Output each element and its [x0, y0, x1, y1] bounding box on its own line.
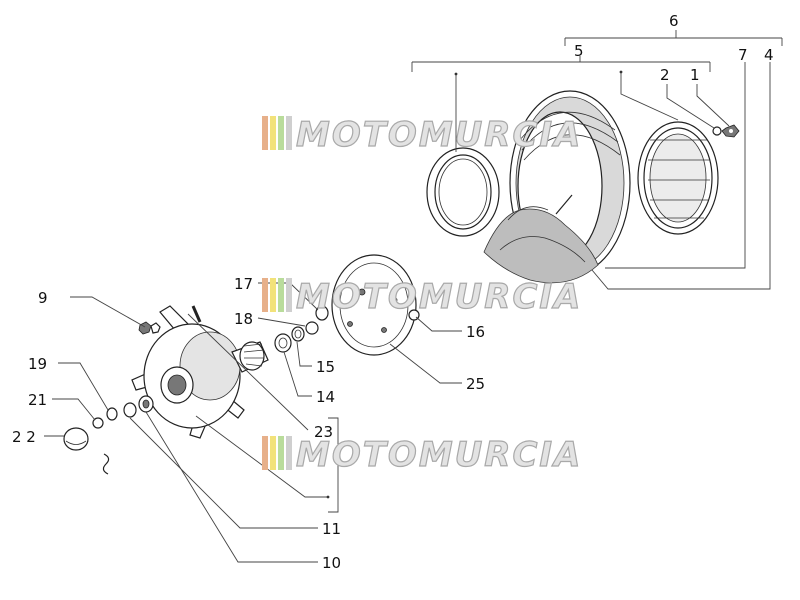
- callout-23: 23: [314, 423, 333, 441]
- inner-tube: [483, 194, 599, 284]
- callout-21: 21: [28, 391, 47, 409]
- callout-17: 17: [234, 275, 253, 293]
- watermark-top: MOTOMURCIA: [262, 114, 582, 156]
- callout-5: 5: [574, 42, 584, 60]
- wheel-hub: [131, 305, 269, 439]
- callout-25: 25: [466, 375, 485, 393]
- cotter-pin: [102, 453, 110, 475]
- part-21: [92, 417, 104, 429]
- dust-cap-22: [63, 427, 89, 451]
- watermark-text: MOTOMURCIA: [296, 435, 582, 475]
- leader-lines: [44, 62, 771, 563]
- part-18: [305, 321, 319, 335]
- callout-10: 10: [322, 554, 341, 572]
- watermark-text: MOTOMURCIA: [296, 115, 582, 155]
- nut-9: [138, 321, 161, 335]
- bracket-5: [411, 56, 711, 72]
- callout-2: 2: [660, 66, 670, 84]
- watermark-middle: MOTOMURCIA: [262, 276, 582, 318]
- callout-9: 9: [38, 289, 48, 307]
- brake-plate: [331, 254, 417, 356]
- callout-4: 4: [764, 46, 774, 64]
- callout-1: 1: [690, 66, 700, 84]
- callout-19: 19: [28, 355, 47, 373]
- part-19: [106, 407, 118, 421]
- watermark-text: MOTOMURCIA: [296, 277, 582, 317]
- callout-7: 7: [738, 46, 748, 64]
- part-11: [123, 402, 137, 418]
- callout-14: 14: [316, 388, 335, 406]
- callout-22: 2 2: [12, 428, 36, 446]
- callout-11: 11: [322, 520, 341, 538]
- watermark-bottom: MOTOMURCIA: [262, 434, 582, 476]
- bracket-6: [564, 30, 783, 46]
- nut-1: [721, 124, 740, 138]
- callout-18: 18: [234, 310, 253, 328]
- rim-half-right: [637, 121, 719, 235]
- callout-16: 16: [466, 323, 485, 341]
- rim-half-left: [426, 147, 500, 237]
- part-15: [291, 326, 305, 342]
- washer-2: [712, 126, 722, 136]
- bearing-14: [274, 333, 292, 353]
- part-17: [315, 305, 329, 321]
- callout-labels: 6 5 7 4 2 1 9 17 18 16 15 14 25 19 21 2 …: [12, 12, 774, 572]
- callout-6: 6: [669, 12, 679, 30]
- callout-15: 15: [316, 358, 335, 376]
- nut-10: [138, 395, 154, 413]
